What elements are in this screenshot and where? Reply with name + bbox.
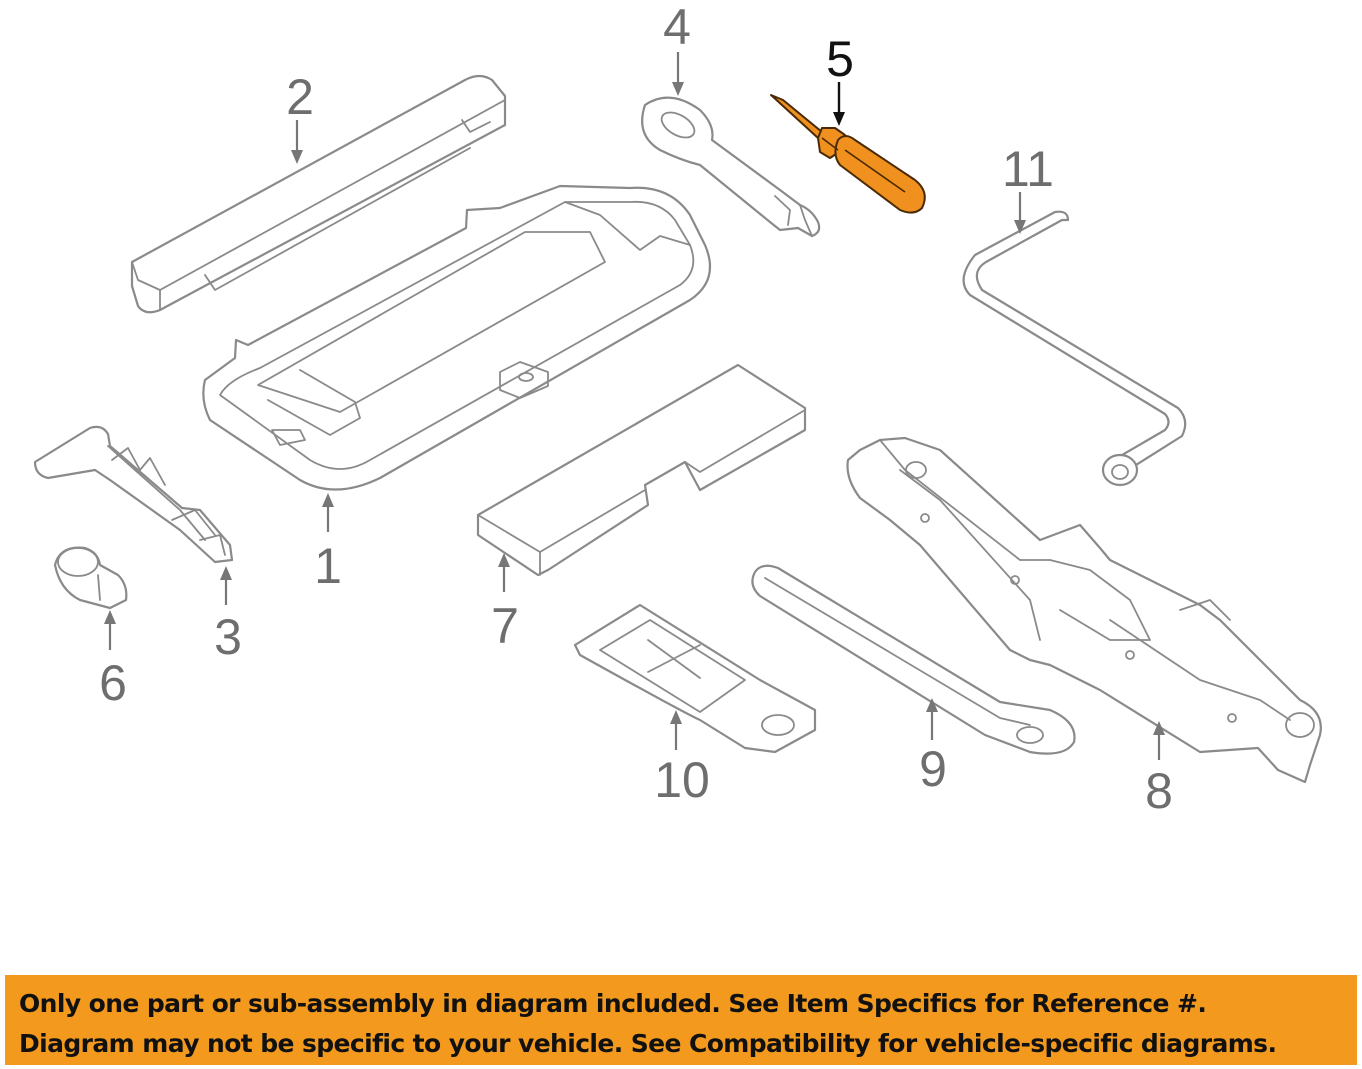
callout-5-highlighted: 5 xyxy=(826,31,854,87)
callout-4: 4 xyxy=(663,0,691,55)
part-9-jack-handle xyxy=(751,564,1076,755)
callout-10: 10 xyxy=(654,752,710,808)
callout-arrows xyxy=(104,52,1165,760)
part-2-storage-bar xyxy=(130,74,507,314)
part-1-tray xyxy=(202,184,712,491)
callout-numbers: 1 2 3 4 5 6 7 8 9 10 11 xyxy=(99,0,1173,819)
callout-6: 6 xyxy=(99,655,127,711)
parts-diagram: 1 2 3 4 5 6 7 8 9 10 11 xyxy=(33,0,1322,819)
callout-3: 3 xyxy=(214,609,242,665)
part-7-foam-block xyxy=(476,363,807,577)
callout-8: 8 xyxy=(1145,763,1173,819)
disclaimer-line-1: Only one part or sub-assembly in diagram… xyxy=(19,989,1207,1018)
part-8-scissor-jack xyxy=(846,436,1322,784)
callout-2: 2 xyxy=(286,69,314,125)
part-3-ratchet-handle xyxy=(33,425,234,564)
part-10-label-pad xyxy=(573,603,817,754)
callout-9: 9 xyxy=(919,741,947,797)
callout-7: 7 xyxy=(491,598,519,654)
disclaimer-banner: Only one part or sub-assembly in diagram… xyxy=(5,975,1357,1065)
callout-1: 1 xyxy=(314,538,342,594)
part-11-lug-wrench xyxy=(962,210,1187,487)
part-5-screwdriver xyxy=(770,94,926,214)
callout-11: 11 xyxy=(1002,141,1054,197)
disclaimer-line-2: Diagram may not be specific to your vehi… xyxy=(19,1029,1277,1058)
part-4-tow-eye xyxy=(641,96,821,238)
part-6-socket xyxy=(53,546,128,610)
